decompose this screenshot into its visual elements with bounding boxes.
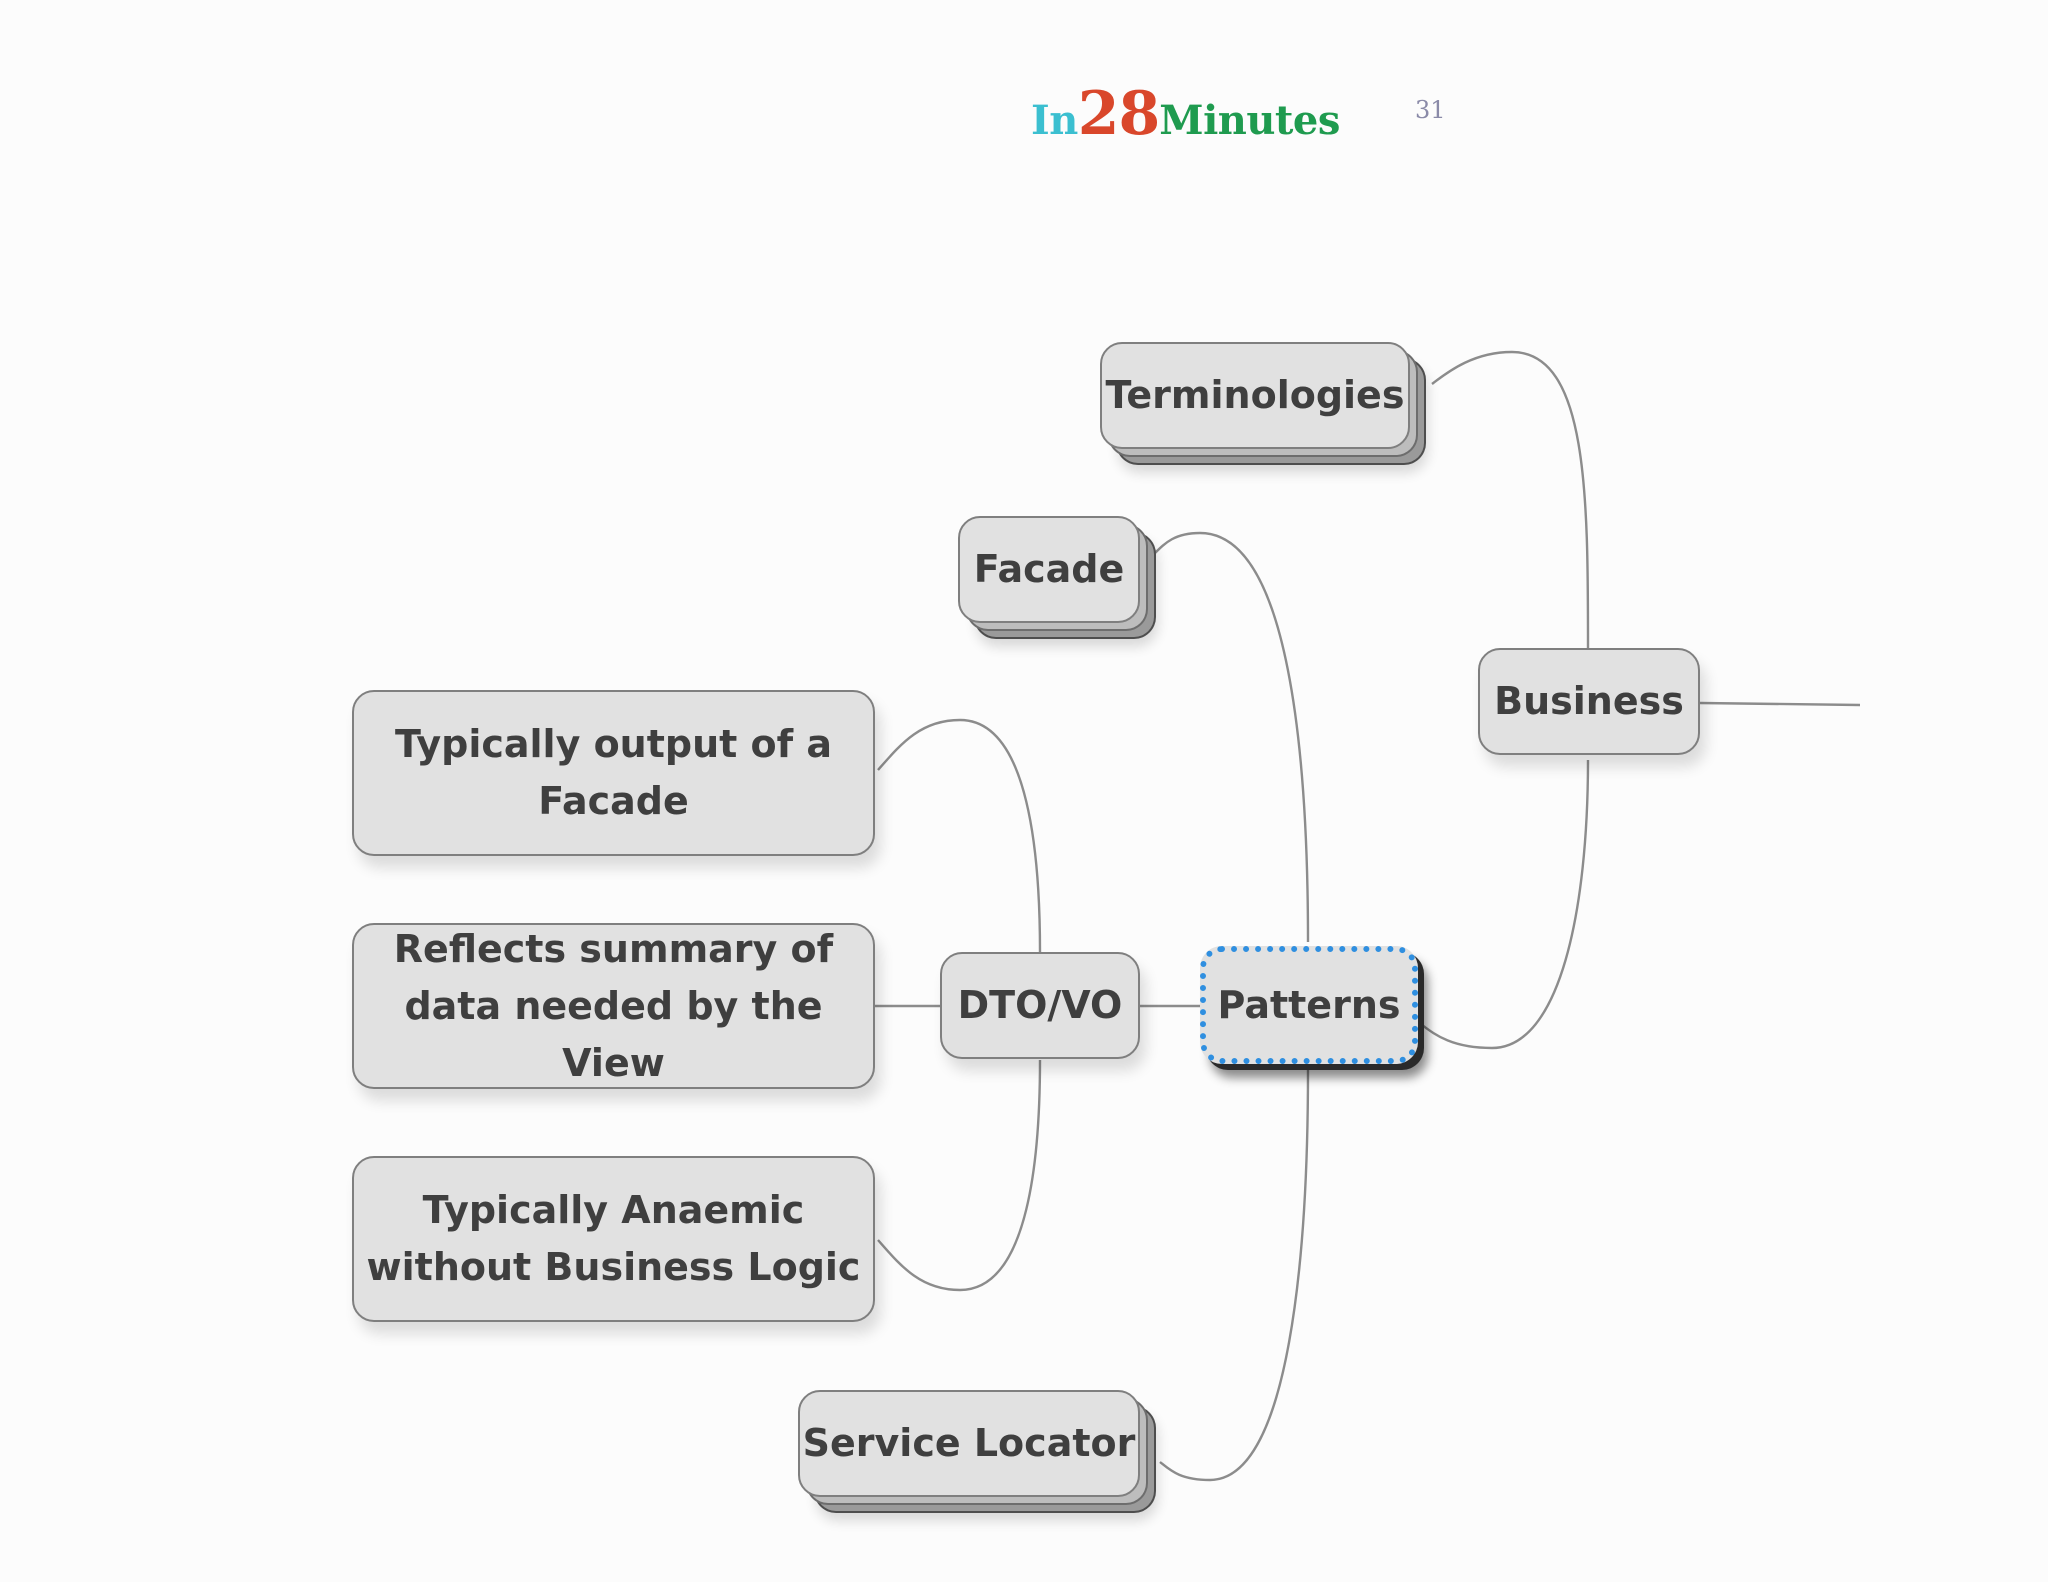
logo-in-text: In	[1031, 97, 1078, 144]
in28minutes-logo: In28Minutes	[1031, 84, 1340, 144]
node-business[interactable]: Business	[1478, 648, 1700, 755]
node-typically-output-of-a-facade[interactable]: Typically output of a Facade	[352, 690, 875, 856]
node-facade[interactable]: Facade	[958, 516, 1140, 623]
connector-patterns-service-locator	[1159, 1069, 1310, 1482]
connector-dto-vo-typically-anaemic	[877, 1059, 1042, 1292]
node-reflects-summary-of-data[interactable]: Reflects summary of data needed by the V…	[352, 923, 875, 1089]
logo-minutes-text: Minutes	[1159, 97, 1340, 144]
connector-business-outgoing	[1699, 701, 1861, 707]
page-number: 31	[1415, 96, 1446, 124]
node-dto-vo[interactable]: DTO/VO	[940, 952, 1140, 1059]
connector-business-terminologies	[1431, 350, 1590, 649]
node-terminologies[interactable]: Terminologies	[1100, 342, 1410, 449]
connector-dto-vo-typically-output	[877, 718, 1042, 953]
node-service-locator[interactable]: Service Locator	[798, 1390, 1140, 1497]
node-typically-anaemic[interactable]: Typically Anaemic without Business Logic	[352, 1156, 875, 1322]
logo-28-text: 28	[1077, 79, 1160, 149]
connector-business-patterns	[1417, 759, 1590, 1050]
connector-patterns-facade	[1154, 531, 1310, 943]
node-patterns[interactable]: Patterns	[1200, 946, 1418, 1064]
